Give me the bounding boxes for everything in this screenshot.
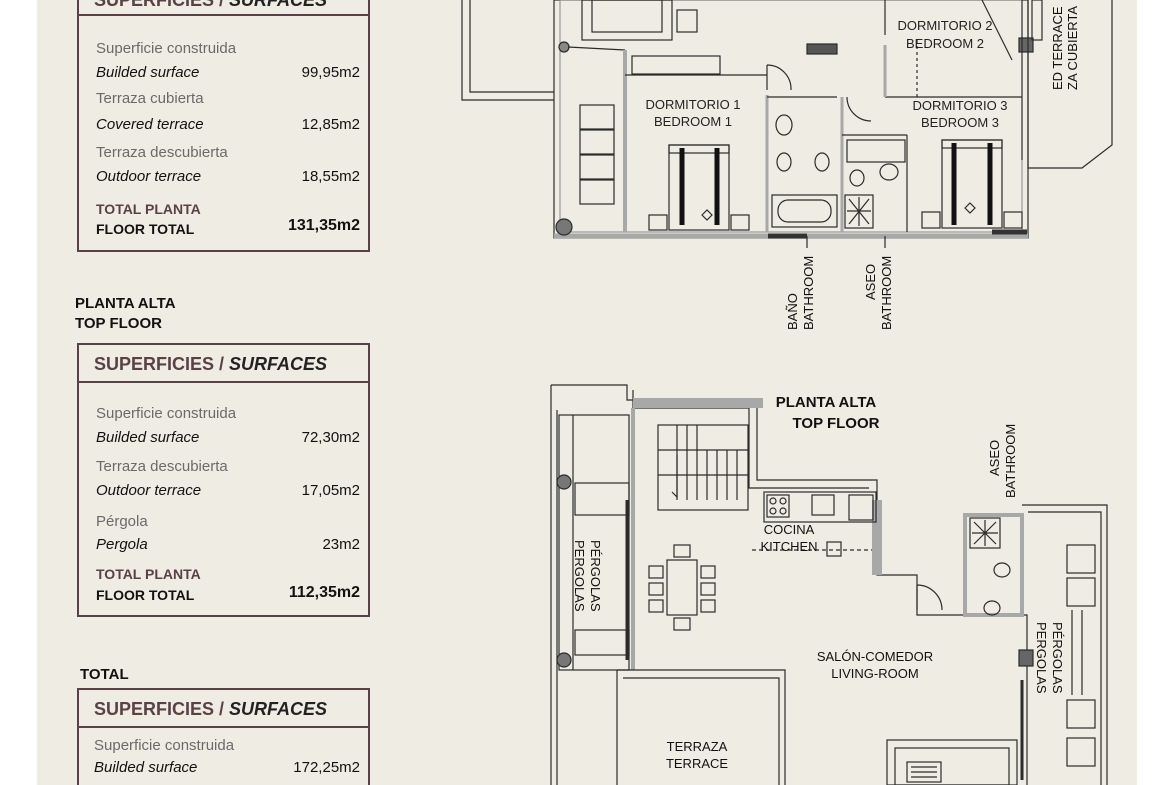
label-covered-terrace-es: ZA CUBIERTA: [1065, 6, 1080, 90]
row-label-en: Covered terrace: [96, 116, 204, 133]
label-toilet-top-es: ASEO: [987, 440, 1002, 476]
row-label-en: Outdoor terrace: [96, 168, 202, 185]
total-label-es: TOTAL PLANTA: [96, 566, 201, 582]
row-value: 72,30m2: [301, 429, 360, 446]
row-label-en: Outdoor terrace: [96, 482, 202, 499]
surfaces-table-total: SUPERFICIES / SURFACES Superficie constr…: [77, 688, 370, 785]
label-bedroom3-es: DORMITORIO 3: [912, 98, 1007, 113]
surfaces-table-top-floor: SUPERFICIES / SURFACES Superficie constr…: [77, 343, 370, 617]
row-label-en: Builded surface: [96, 64, 200, 81]
table-header-en: SURFACES: [229, 0, 328, 10]
total-value: 131,35m2: [287, 217, 360, 234]
label-pergolas-left-en: PERGOLAS: [572, 540, 587, 612]
row-label-es: Superficie construida: [96, 405, 237, 422]
label-bedroom1-es: DORMITORIO 1: [645, 97, 740, 112]
label-pergolas-left-es: PÉRGOLAS: [588, 540, 603, 612]
label-toilet-es: ASEO: [863, 264, 878, 300]
table-header-es: SUPERFICIES /: [94, 354, 225, 374]
sheet: SUPERFICIES / SURFACES Superficie constr…: [37, 0, 1137, 785]
row-label-es: Superficie construida: [96, 40, 237, 57]
label-kitchen-en: KITCHEN: [760, 539, 817, 554]
label-toilet-en: BATHROOM: [879, 256, 894, 330]
row-value: 18,55m2: [301, 168, 360, 185]
label-bedroom2-es: DORMITORIO 2: [897, 18, 992, 33]
row-value: 99,95m2: [301, 64, 360, 81]
label-toilet-top-en: BATHROOM: [1003, 424, 1018, 498]
label-kitchen-es: COCINA: [764, 522, 815, 537]
table-header-en: SURFACES: [229, 354, 328, 374]
section-title-en: TOP FLOOR: [75, 315, 162, 332]
table-header-es: SUPERFICIES /: [94, 699, 225, 719]
row-label-en: Builded surface: [94, 759, 198, 776]
label-bedroom3-en: BEDROOM 3: [921, 115, 999, 130]
total-value: 112,35m2: [288, 584, 360, 601]
label-living-en: LIVING-ROOM: [831, 666, 918, 681]
label-bedroom1-en: BEDROOM 1: [654, 114, 732, 129]
label-living-es: SALÓN-COMEDOR: [817, 649, 933, 664]
surfaces-table-first-floor: SUPERFICIES / SURFACES Superficie constr…: [77, 0, 370, 252]
total-label-es: TOTAL PLANTA: [96, 201, 201, 217]
label-terrace-en: TERRACE: [666, 756, 728, 771]
table-header: SUPERFICIES / SURFACES: [79, 690, 368, 728]
section-title-total: TOTAL: [80, 666, 129, 683]
total-label-en: FLOOR TOTAL: [96, 587, 195, 603]
plan-title-es: PLANTA ALTA: [776, 394, 877, 411]
row-value: 23m2: [322, 536, 360, 553]
table-header-en: SURFACES: [229, 699, 328, 719]
label-pergolas-right-es: PÉRGOLAS: [1050, 622, 1065, 694]
label-pergolas-right-en: PERGOLAS: [1034, 622, 1049, 694]
row-label-en: Builded surface: [96, 429, 200, 446]
label-bathroom-en: BATHROOM: [801, 256, 816, 330]
label-terrace-es: TERRAZA: [667, 739, 728, 754]
total-label-en: FLOOR TOTAL: [96, 221, 195, 237]
row-value: 172,25m2: [293, 759, 360, 776]
row-value: 17,05m2: [301, 482, 360, 499]
table-header: SUPERFICIES / SURFACES: [79, 345, 368, 383]
label-bedroom2-en: BEDROOM 2: [906, 36, 984, 51]
first-floor-plan: BAÑO BATHROOM ASEO BATHROOM ZA CUBIERTA …: [461, 0, 1113, 330]
row-label-es: Pérgola: [96, 513, 148, 530]
label-covered-terrace-en: ED TERRACE: [1050, 6, 1065, 90]
row-value: 12,85m2: [301, 116, 360, 133]
section-title-es: PLANTA ALTA: [75, 295, 176, 312]
floor-plans: BAÑO BATHROOM ASEO BATHROOM ZA CUBIERTA …: [461, 0, 1113, 785]
row-label-es: Terraza cubierta: [96, 90, 204, 107]
table-header: SUPERFICIES / SURFACES: [79, 0, 368, 16]
row-label-es: Terraza descubierta: [96, 144, 228, 161]
table-header-es: SUPERFICIES /: [94, 0, 225, 10]
row-label-es: Superficie construida: [94, 737, 235, 754]
label-bathroom-es: BAÑO: [785, 293, 800, 330]
row-label-en: Pergola: [96, 536, 148, 553]
plan-title-en: TOP FLOOR: [793, 415, 880, 432]
row-label-es: Terraza descubierta: [96, 458, 228, 475]
top-floor-plan: [550, 384, 1108, 785]
